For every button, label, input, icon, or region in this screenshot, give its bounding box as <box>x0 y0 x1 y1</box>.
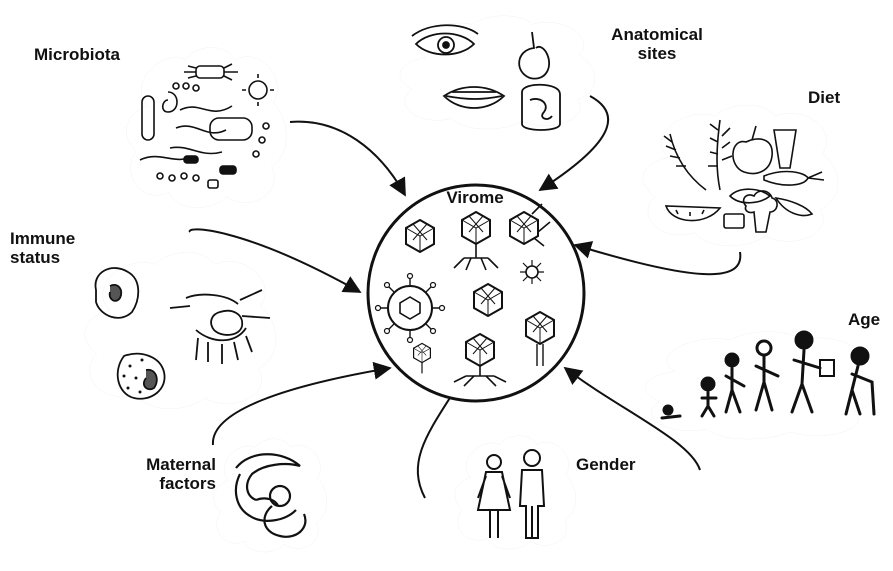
baby-head <box>664 406 672 414</box>
immune-status-label: Immune status <box>10 229 75 267</box>
age-label: Age <box>848 310 880 329</box>
cloud-age <box>645 332 875 439</box>
virome-label: Virome <box>420 188 530 207</box>
cloud-microbiota <box>126 47 286 207</box>
arrow-diet <box>575 245 740 274</box>
cloud-diet <box>643 105 838 246</box>
microbiota-label: Microbiota <box>34 45 120 64</box>
arrow-microbiota <box>290 122 405 195</box>
elder-head <box>852 348 868 364</box>
adult-head <box>796 332 812 348</box>
toddler-head <box>702 378 714 390</box>
anatomical-sites-label: Anatomical sites <box>592 25 722 63</box>
cloud-immune <box>85 252 276 408</box>
gender-label: Gender <box>576 455 636 474</box>
maternal-factors-label: Maternal factors <box>100 455 216 493</box>
cloud-anatomical <box>400 16 595 129</box>
child-head <box>726 354 738 366</box>
cloud-gender <box>455 436 576 549</box>
diet-label: Diet <box>808 88 840 107</box>
